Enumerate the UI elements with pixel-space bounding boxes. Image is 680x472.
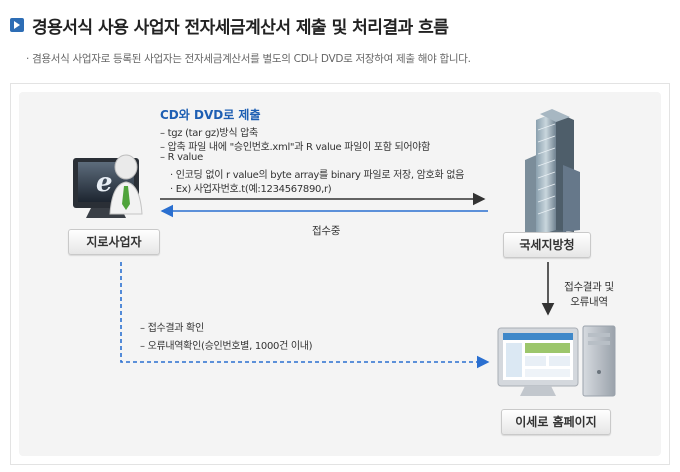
submit-line-5: · Ex) 사업자번호.t(예:1234567890,r) [170, 184, 332, 195]
check-dashed-arrow [120, 262, 490, 369]
check-line-1: – 접수결과 확인 [140, 323, 204, 334]
result-label-line-2: 오류내역 [570, 296, 608, 308]
svg-text:e: e [96, 168, 113, 198]
title-arrow-icon [10, 18, 24, 32]
submit-line-3: – R value [160, 152, 203, 163]
homepage-label: 이세로 홈페이지 [501, 409, 611, 435]
submit-title: CD와 DVD로 제출 [160, 108, 261, 122]
homepage-computer-icon [497, 325, 616, 397]
taxpayer-label: 지로사업자 [68, 229, 160, 255]
result-label-line-1: 접수결과 및 [564, 281, 614, 293]
receipt-label: 접수중 [312, 225, 341, 237]
submit-line-2: – 압축 파일 내에 "승인번호.xml"과 R value 파일이 포함 되어… [160, 142, 431, 153]
taxpayer-computer-icon: e [73, 154, 143, 218]
page-title: 경용서식 사용 사업자 전자세금계산서 제출 및 처리결과 흐름 [32, 17, 449, 38]
building-icon [508, 109, 588, 242]
submit-line-4: · 인코딩 없이 r value의 byte array를 binary 파일로… [170, 170, 465, 181]
page-subtitle: · 겸용서식 사업자로 등록된 사업자는 전자세금계산서를 별도의 CD나 DV… [26, 53, 471, 65]
submit-line-1: – tgz (tar gz)방식 압축 [160, 128, 258, 139]
nts-label: 국세지방청 [503, 232, 591, 258]
page-title-row: 경용서식 사용 사업자 전자세금계산서 제출 및 처리결과 흐름 [10, 14, 449, 38]
check-line-2: – 오류내역확인(승인번호별, 1000건 이내) [140, 341, 313, 352]
